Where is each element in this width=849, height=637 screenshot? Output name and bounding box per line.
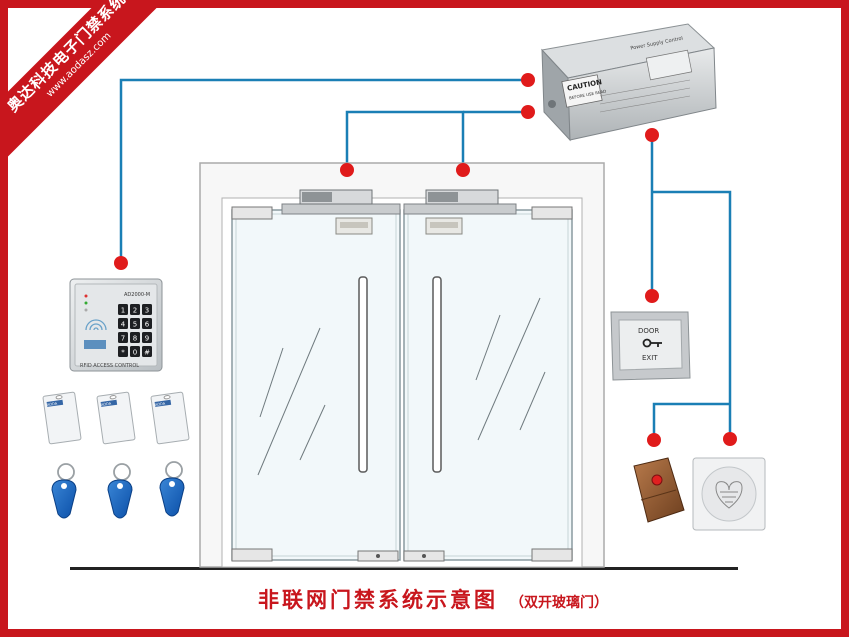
rfid-waves-icon (85, 319, 107, 331)
wire-locks (345, 110, 465, 170)
node-lock-left (340, 163, 354, 177)
keypad-key-label: 6 (145, 321, 150, 329)
keypad-key-label: # (144, 349, 150, 357)
connection-nodes (114, 73, 737, 447)
keypad-footer-text: RFID ACCESS CONTROL (80, 363, 139, 369)
card-label: AODA (47, 401, 58, 406)
keypad-key-label: 4 (121, 321, 126, 329)
node-remote (647, 433, 661, 447)
wiring (119, 78, 732, 440)
caption-sub: （双开玻璃门） (510, 595, 608, 611)
keypad-key-label: 9 (145, 335, 149, 343)
rfid-card-1: AODA (42, 391, 82, 445)
node-lock-right (456, 163, 470, 177)
caption-main: 非联网门禁系统示意图 (258, 587, 498, 612)
keypad-key (130, 318, 140, 329)
keypad-key-label: 2 (133, 307, 137, 315)
door-handle-right (432, 276, 442, 473)
keypad-key (130, 346, 140, 357)
keypad-key (130, 304, 140, 315)
magnetic-lock-right (403, 189, 517, 235)
remote-button-icon (651, 474, 663, 486)
exit-button-device: DOOR EXIT (610, 311, 691, 381)
key-icon (642, 338, 662, 348)
node-psu-output (645, 128, 659, 142)
pivot-top-right (531, 206, 573, 220)
power-supply-box: CAUTION BEFORE USE READ Power Supply Con… (541, 23, 717, 142)
wire-remote (652, 402, 730, 440)
rfid-card-2: AODA (96, 391, 136, 445)
keypad-key (142, 332, 152, 343)
card-label: AODA (155, 401, 166, 406)
keypad-key-label: * (121, 349, 125, 357)
exit-button-line1: DOOR (638, 327, 659, 335)
keypad-key-label: 3 (145, 307, 149, 315)
keypad-key (142, 346, 152, 357)
floor-line (70, 567, 738, 570)
pivot-bottom-right (531, 548, 573, 562)
keypad-key-label: 8 (133, 335, 137, 343)
keypad-key (142, 304, 152, 315)
rfid-card-3: AODA (150, 391, 190, 445)
wire-keypad (119, 78, 528, 263)
node-keypad (114, 256, 128, 270)
pivot-bottom-left (231, 548, 273, 562)
node-psu-top (521, 73, 535, 87)
keypad-key (118, 346, 128, 357)
keypad-key (142, 318, 152, 329)
glass-door-left (231, 206, 401, 562)
diagram-caption: 非联网门禁系统示意图 （双开玻璃门） (258, 584, 608, 614)
keypad-key (118, 332, 128, 343)
magnetic-lock-left (281, 189, 401, 235)
keypad-key-label: 7 (121, 335, 125, 343)
key-fob-2 (107, 463, 133, 519)
keypad-key-label: 1 (121, 307, 125, 315)
wire-psu-branch (652, 190, 732, 439)
card-label: AODA (101, 401, 112, 406)
pivot-top-left (231, 206, 273, 220)
node-psu-lock (521, 105, 535, 119)
keypad-key (118, 304, 128, 315)
keypad-model-text: AD2000-M (124, 292, 150, 298)
node-exit-button (645, 289, 659, 303)
keypad-key-label: 0 (133, 349, 137, 357)
door-handle-left (358, 276, 368, 473)
glass-door-right (403, 206, 573, 562)
speaker-grille-icon (715, 481, 743, 509)
node-doorbell (723, 432, 737, 446)
keypad-key-label: 5 (133, 321, 137, 329)
keypad-key (130, 332, 140, 343)
doorbell-speaker (692, 457, 766, 531)
key-fob-3 (159, 461, 185, 517)
key-fob-1 (51, 463, 77, 519)
remote-control (633, 457, 685, 523)
keypad-key (118, 318, 128, 329)
exit-button-line2: EXIT (642, 354, 658, 362)
